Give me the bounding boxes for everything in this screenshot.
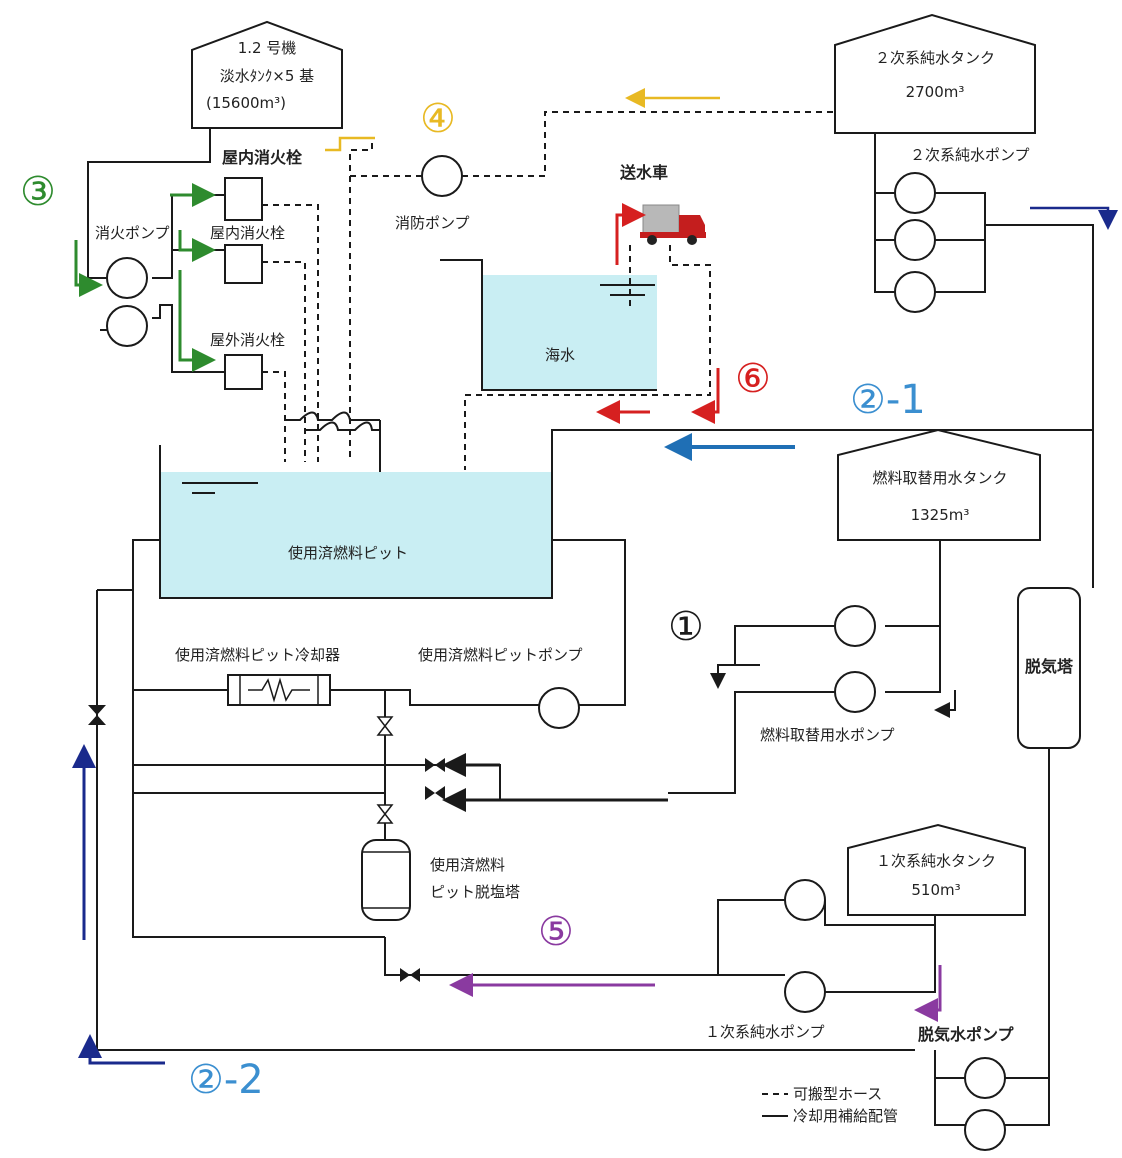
pit-pump [538, 687, 580, 729]
legend: 可搬型ホース 冷却用補給配管 [762, 1085, 898, 1125]
deaerated-pump-1 [964, 1057, 1006, 1099]
freshwater-tank-line3: (15600m³) [206, 94, 286, 112]
cooler-label: 使用済燃料ピット冷却器 [175, 646, 340, 664]
truck-label: 送水車 [619, 163, 668, 182]
primary-tank-line2: 510m³ [911, 881, 960, 899]
pit-cooler [227, 674, 331, 706]
indoor-hydrant-1 [224, 177, 263, 221]
deaerated-pump-label: 脱気水ポンプ [918, 1025, 1015, 1044]
legend-pipe: 冷却用補給配管 [793, 1107, 898, 1125]
marker-2-2: ②-2 [188, 1057, 264, 1103]
refuel-tank-line1: 燃料取替用水タンク [872, 469, 1007, 487]
valve-cross-2 [425, 786, 445, 800]
route-2-1-top-arrow [1030, 206, 1118, 230]
route-3-arrows [74, 183, 216, 372]
route-1-arrow [710, 664, 760, 689]
primary-pump-2 [784, 971, 826, 1013]
valve-bottom [400, 968, 420, 982]
truck-icon [640, 204, 706, 245]
indoor-hydrant-2 [224, 244, 263, 284]
freshwater-tank: 1.2 号機 淡水ﾀﾝｸ×5 基 (15600m³) [191, 20, 343, 129]
refuel-pump-2 [834, 671, 876, 713]
deaerator-label: 脱気塔 [1025, 657, 1074, 676]
refuel-pump-1 [834, 605, 876, 647]
refuel-pump-label: 燃料取替用水ポンプ [760, 726, 895, 744]
marker-4: ④ [420, 96, 456, 142]
route-1-arrow-2 [934, 690, 956, 718]
refuel-tank-line2: 1325m³ [911, 506, 970, 524]
indoor-hydrant-top-label: 屋内消火栓 [222, 148, 303, 167]
pit-label: 使用済燃料ピット [288, 544, 408, 562]
fireboat-pump-label: 消防ポンプ [395, 214, 470, 232]
secondary-pump-2 [894, 219, 936, 261]
pit-pump-label: 使用済燃料ピットポンプ [418, 646, 583, 664]
seawater-label: 海水 [545, 346, 575, 364]
fire-pump-label: 消火ポンプ [95, 224, 170, 242]
route-4-arrow [325, 136, 375, 152]
outdoor-hydrant-label: 屋外消火栓 [210, 331, 285, 349]
refuel-tank: 燃料取替用水タンク 1325m³ [837, 428, 1041, 541]
pit-demineralizer [361, 839, 411, 921]
valve-cross-1 [425, 758, 445, 772]
secondary-pump-3 [894, 271, 936, 313]
freshwater-tank-line1: 1.2 号機 [238, 39, 297, 57]
deaerator: 脱気塔 [1017, 587, 1081, 749]
secondary-tank-line2: 2700m³ [906, 83, 965, 101]
seawater-basin: 海水 [440, 259, 657, 391]
valve-mid-1 [376, 716, 394, 736]
primary-tank: １次系純水タンク 510m³ [847, 823, 1026, 916]
fire-pump-2 [106, 305, 148, 347]
fireboat-pump [421, 155, 463, 197]
fire-pump-1 [106, 257, 148, 299]
legend-hose: 可搬型ホース [793, 1085, 882, 1103]
secondary-tank: ２次系純水タンク 2700m³ [834, 13, 1036, 134]
primary-pump-label: １次系純水ポンプ [705, 1023, 825, 1041]
marker-5: ⑤ [538, 909, 574, 955]
marker-2-1: ②-1 [850, 377, 926, 423]
primary-pump-1 [784, 879, 826, 921]
deaerated-pump-2 [964, 1109, 1006, 1151]
demin-label-1: 使用済燃料 [430, 856, 505, 874]
valve-left [88, 705, 106, 725]
valve-mid-2 [376, 804, 394, 824]
secondary-pump-label: ２次系純水ポンプ [910, 146, 1030, 164]
route-5-arrow-2 [914, 965, 942, 1022]
indoor-hydrant-label: 屋内消火栓 [210, 224, 285, 242]
spent-fuel-pit: 使用済燃料ピット [159, 445, 553, 599]
pit-cooling-piping [96, 539, 915, 1051]
marker-3: ③ [20, 169, 56, 215]
freshwater-tank-line2: 淡水ﾀﾝｸ×5 基 [220, 67, 314, 85]
route-6-truck-arrow [615, 203, 646, 265]
demin-label-2: ピット脱塩塔 [430, 883, 520, 901]
route-2-2-arrow-corner [78, 1034, 165, 1065]
secondary-pump-1 [894, 172, 936, 214]
marker-6: ⑥ [735, 356, 771, 402]
outdoor-hydrant [224, 354, 263, 390]
primary-tank-line1: １次系純水タンク [876, 852, 996, 870]
marker-1: ① [668, 604, 704, 650]
secondary-tank-line1: ２次系純水タンク [875, 49, 995, 67]
route-6-arrow-corner [691, 368, 720, 424]
